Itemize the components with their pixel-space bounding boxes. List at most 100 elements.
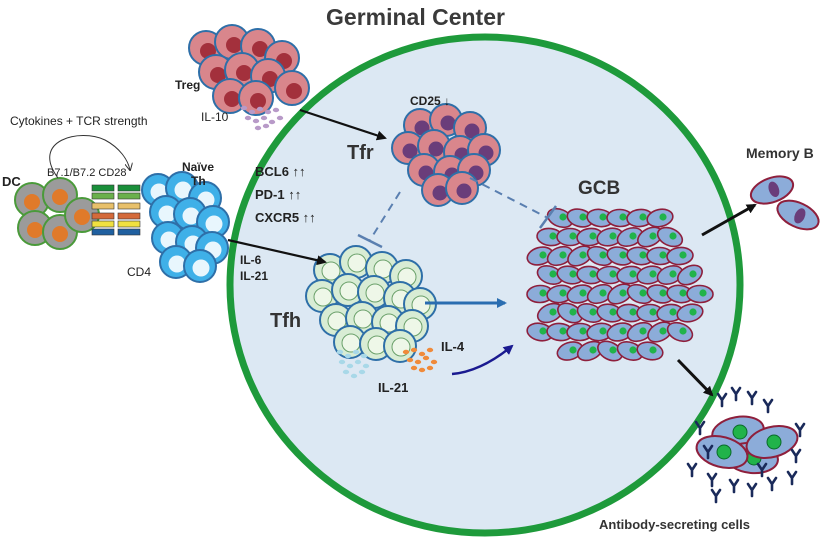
gcb-nucleus — [559, 289, 567, 297]
il4-dot — [414, 359, 422, 365]
il4-dot — [422, 355, 430, 361]
antibody-icon — [746, 482, 758, 498]
dendritic-nucleus — [52, 189, 68, 205]
naive-to-tfh-arrow — [227, 238, 327, 266]
gcb-nucleus — [559, 251, 567, 259]
il10-dot — [256, 106, 264, 112]
gcb-nucleus — [609, 270, 617, 278]
gcb-nucleus — [669, 308, 677, 316]
gcb-nucleus — [669, 232, 677, 240]
il10-dot — [272, 107, 280, 113]
gcb-nucleus — [599, 289, 607, 297]
tfh-nucleus — [321, 261, 341, 281]
il21-dot — [350, 373, 358, 379]
gcb-nucleus — [689, 270, 697, 278]
gcb-to-antibody-arrow — [676, 358, 714, 397]
dendritic-nucleus — [27, 222, 43, 238]
gcb-nucleus — [579, 251, 587, 259]
gcb-nucleus — [669, 270, 677, 278]
gcb-nucleus — [579, 213, 587, 221]
il10-dots — [240, 105, 284, 131]
gcb-nucleus — [599, 251, 607, 259]
receptor-bar — [91, 202, 115, 210]
antibody-icon — [746, 390, 758, 406]
tfr-inhibits-gcb-line — [469, 177, 549, 219]
gcb-nucleus — [559, 327, 567, 335]
il4-dot — [418, 367, 426, 373]
gcb-nucleus — [539, 289, 547, 297]
il4-dot — [418, 351, 426, 357]
tfh-nucleus — [365, 283, 385, 303]
antibody-icon — [716, 392, 728, 408]
tfh-nucleus — [341, 333, 361, 353]
gcb-nucleus — [609, 308, 617, 316]
gcb-nucleus — [619, 213, 627, 221]
tfr-nucleus — [428, 141, 444, 157]
il4-dots — [402, 347, 438, 373]
il10-dot — [240, 105, 248, 111]
il10-dot — [260, 115, 268, 121]
gcb-to-memory-arrow — [701, 203, 757, 237]
tfh-nucleus — [347, 253, 367, 273]
gcb-nucleus — [559, 213, 567, 221]
gcb-nucleus — [689, 308, 697, 316]
antibody-icon — [762, 398, 774, 414]
ligand-bar — [117, 184, 141, 192]
receptor-interactions — [91, 184, 141, 236]
antibody-icon — [706, 472, 718, 488]
treg-nucleus — [250, 93, 266, 109]
il21-dot — [360, 353, 368, 359]
tfr-inhibits-gcb-bar — [538, 205, 558, 229]
plasma-nucleus — [766, 434, 782, 450]
receptor-bar — [91, 228, 115, 236]
gcb-nucleus — [629, 270, 637, 278]
gcb-nucleus — [629, 232, 637, 240]
antibody-icon — [766, 476, 778, 492]
il4-dot — [426, 347, 434, 353]
gcb-nucleus — [619, 327, 627, 335]
ligand-bar — [117, 220, 141, 228]
naive-th-nucleus — [192, 259, 210, 277]
il21-dot — [352, 349, 360, 355]
antibody-icon — [710, 488, 722, 504]
tfr-cell-cluster — [391, 103, 501, 207]
receptor-bar — [91, 184, 115, 192]
tfh-label: Tfh — [270, 310, 302, 332]
gcb-nucleus — [699, 289, 707, 297]
il4-dot — [406, 357, 414, 363]
naive-th-nucleus — [174, 181, 192, 199]
gcb-nucleus — [569, 270, 577, 278]
b7-cd28-label: B7.1/B7.2 CD28 — [47, 167, 127, 179]
tfr-inhibits-tfh-line — [369, 191, 401, 241]
naive-th-nucleus — [182, 207, 200, 225]
plasma-nucleus — [716, 444, 732, 460]
dendritic-nucleus — [24, 194, 40, 210]
memory-b-nucleus — [794, 208, 806, 224]
gcb-nucleus — [659, 251, 667, 259]
gcb-nucleus — [599, 213, 607, 221]
naive-th-nucleus — [160, 231, 178, 249]
gcb-nucleus — [649, 232, 657, 240]
cd4-label: CD4 — [127, 265, 152, 279]
il10-label: IL-10 — [201, 110, 229, 124]
gcb-nucleus — [539, 327, 547, 335]
il21-dot — [354, 359, 362, 365]
il10-dot — [244, 115, 252, 121]
gcb-nucleus — [619, 289, 627, 297]
gcb-nucleus — [629, 308, 637, 316]
gcb-nucleus — [599, 327, 607, 335]
gcb-nucleus — [639, 213, 647, 221]
gcb-nucleus — [549, 270, 557, 278]
antibody-secreting-cell-cluster — [695, 415, 799, 475]
gcb-nucleus — [549, 232, 557, 240]
antibody-icon — [756, 462, 768, 478]
gcb-nucleus — [649, 346, 657, 354]
treg-nucleus — [262, 71, 278, 87]
il21-dot — [362, 363, 370, 369]
gcb-nucleus — [589, 346, 597, 354]
tfh-nucleus — [353, 309, 373, 329]
gcb-nucleus — [589, 270, 597, 278]
dendritic-cell-cluster — [14, 177, 100, 250]
ligand-bar — [117, 212, 141, 220]
